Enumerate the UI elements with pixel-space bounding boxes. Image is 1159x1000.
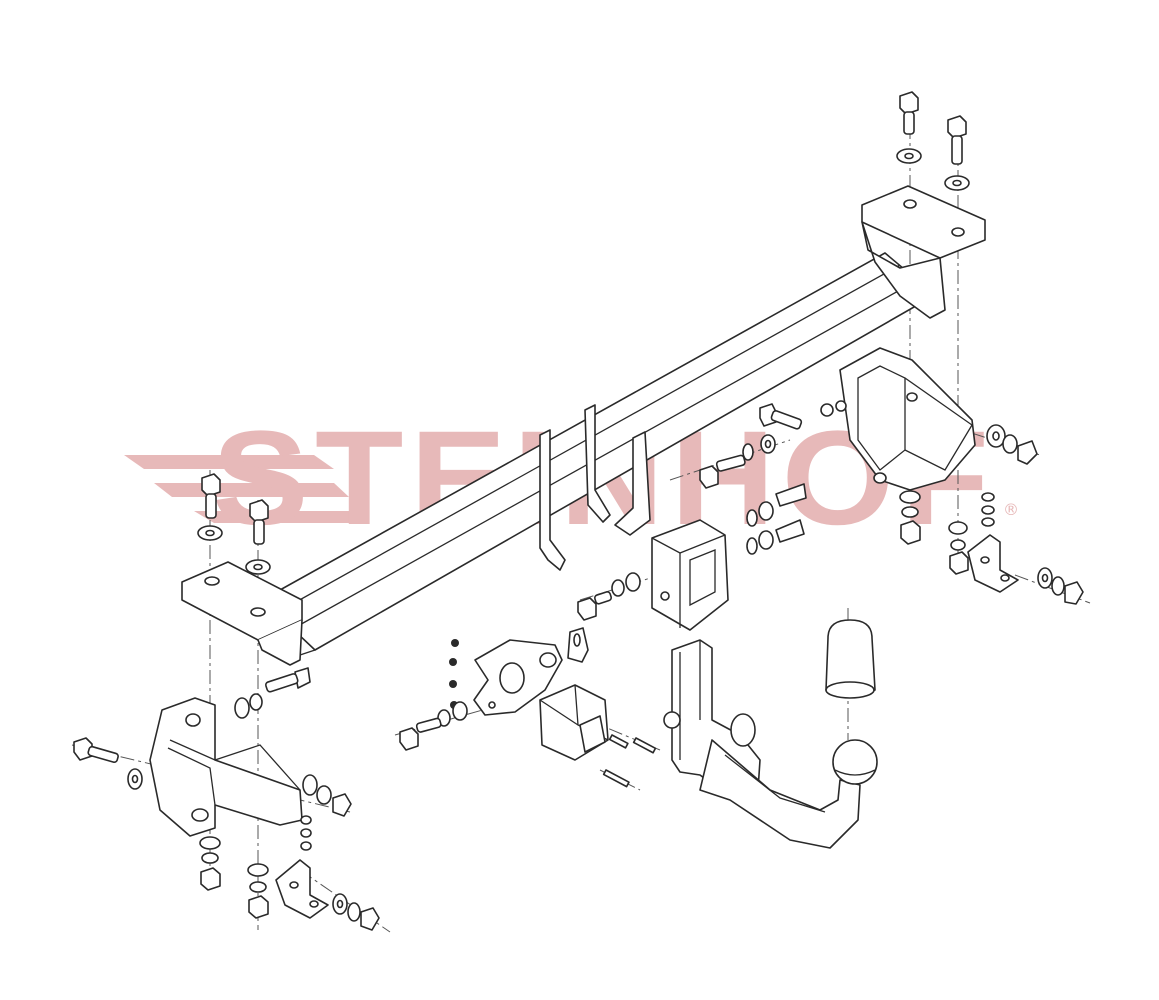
right-l-bracket: [967, 534, 1084, 605]
electrical-socket: [539, 684, 657, 788]
bolt-set-right-top: [896, 91, 970, 191]
washer-set-right: [899, 424, 1038, 575]
bolt-set-centre-right: [699, 403, 807, 555]
left-side-plate: [149, 697, 303, 837]
bolt-set-left: [73, 667, 352, 919]
beam-centre-tabs: [539, 404, 651, 571]
right-mounting-bracket: [861, 185, 986, 319]
bolt-set-left-top: [197, 473, 271, 575]
right-side-plate: [820, 347, 976, 491]
socket-bracket: [399, 572, 641, 751]
receiver-block: [651, 519, 729, 631]
tow-ball-arm: [663, 619, 878, 849]
registered-mark: ®: [1003, 500, 1019, 519]
left-l-bracket: [275, 859, 380, 931]
left-mounting-bracket: [181, 561, 303, 666]
